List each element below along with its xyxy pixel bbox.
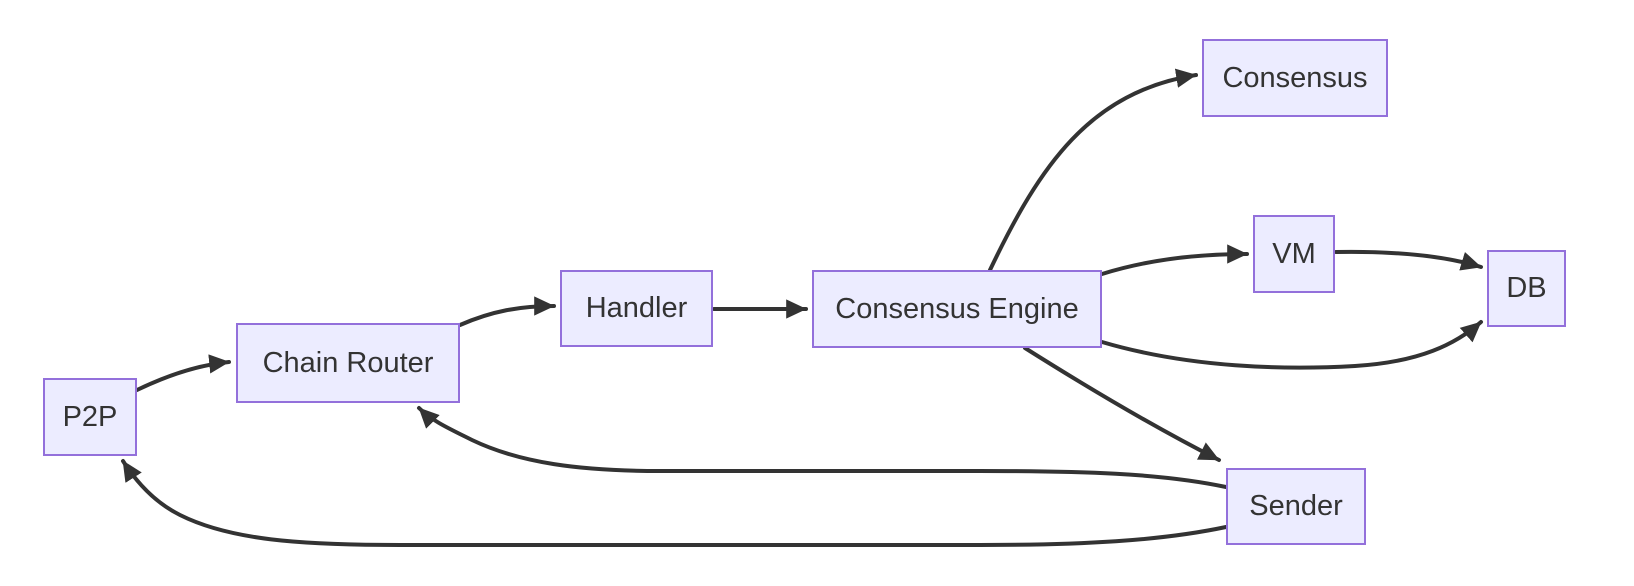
- edge-consensus-engine-to-db: [1100, 320, 1483, 370]
- edge-sender-to-chain-router: [417, 406, 1228, 489]
- edge-consensus-engine-to-consensus: [988, 68, 1198, 272]
- node-handler-label: Handler: [585, 292, 688, 324]
- node-db-label: DB: [1506, 272, 1547, 304]
- node-consensus-engine: Consensus Engine: [812, 270, 1102, 348]
- node-chain-router: Chain Router: [236, 323, 460, 403]
- node-sender-label: Sender: [1249, 490, 1343, 522]
- node-p2p-label: P2P: [62, 400, 118, 433]
- node-vm: VM: [1253, 215, 1335, 293]
- edge-consensus-engine-to-sender: [1023, 346, 1221, 462]
- edge-chain-router-to-handler: [458, 296, 556, 327]
- node-p2p: P2P: [43, 378, 137, 456]
- node-db: DB: [1487, 250, 1566, 327]
- node-vm-label: VM: [1272, 237, 1316, 270]
- node-sender: Sender: [1226, 468, 1366, 545]
- node-consensus-label: Consensus: [1222, 61, 1368, 94]
- node-handler: Handler: [560, 270, 713, 347]
- node-consensus: Consensus: [1202, 39, 1388, 117]
- edge-consensus-engine-to-vm: [1100, 244, 1249, 276]
- node-chain-router-label: Chain Router: [262, 346, 434, 379]
- edge-p2p-to-chain-router: [135, 354, 231, 392]
- edge-vm-to-db: [1334, 249, 1483, 271]
- node-consensus-engine-label: Consensus Engine: [835, 292, 1079, 325]
- edge-sender-to-p2p: [121, 459, 1228, 547]
